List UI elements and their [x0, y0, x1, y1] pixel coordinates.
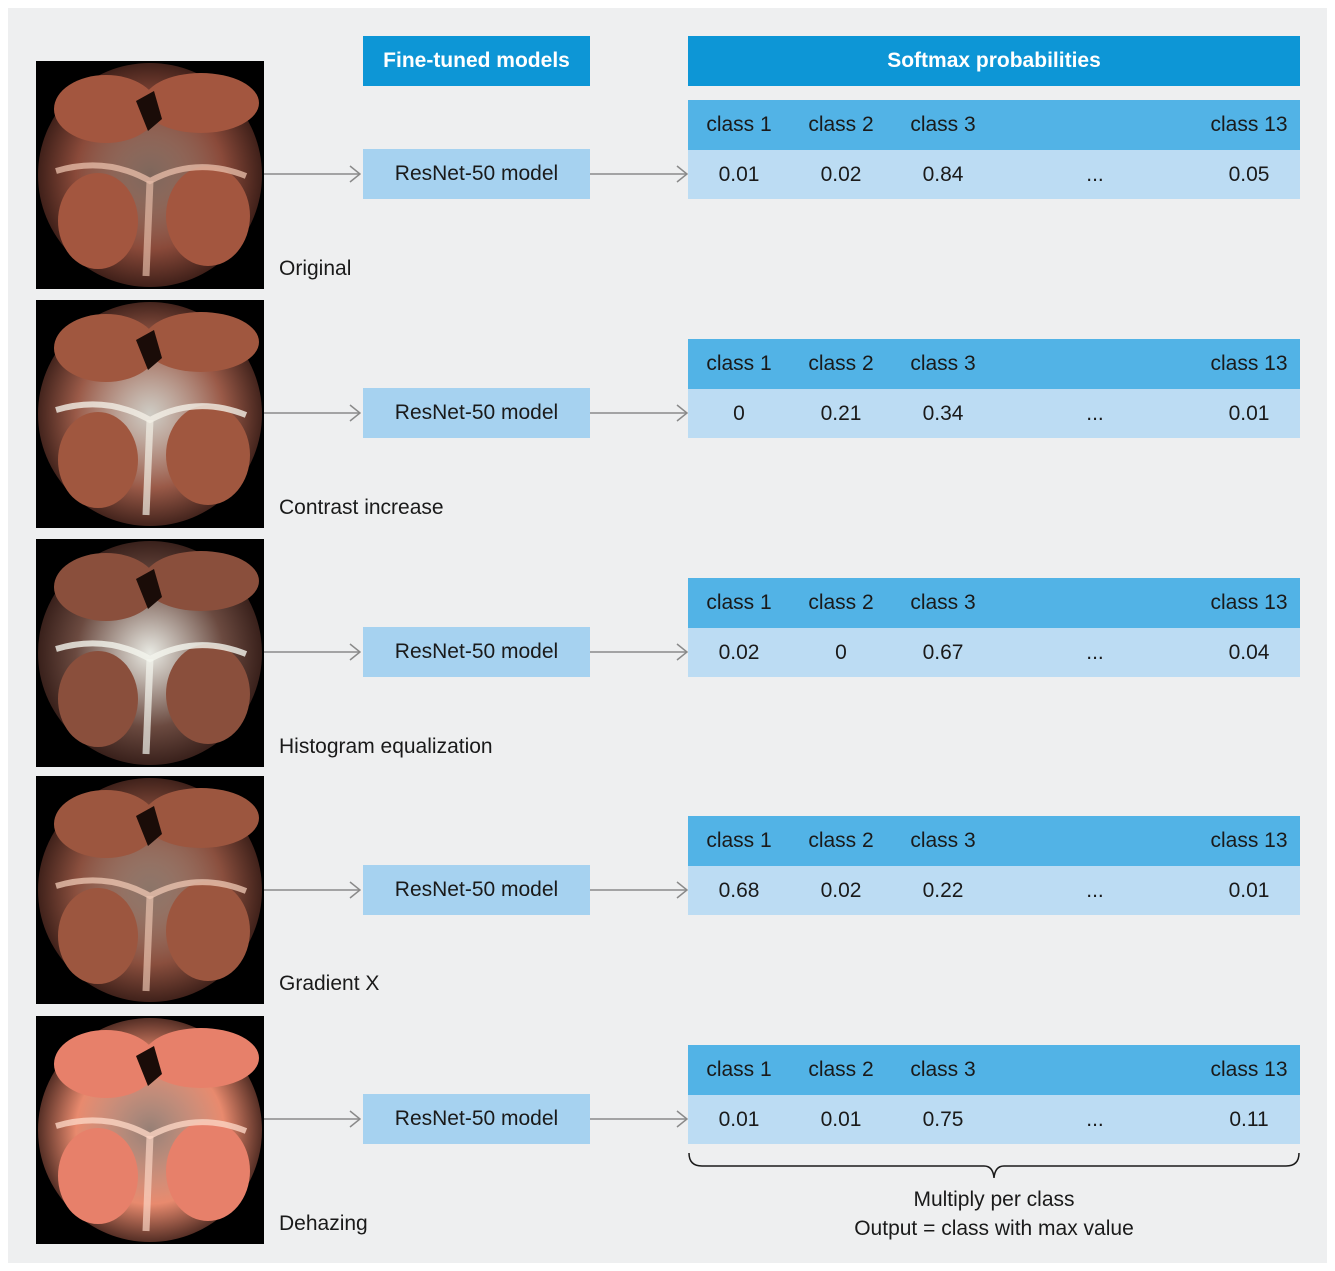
probability-value: ...	[1044, 150, 1146, 199]
probability-value: 0.84	[892, 150, 994, 199]
model-box: ResNet-50 model	[363, 627, 590, 677]
softmax-values-row: 0.0200.67... 0.04	[688, 628, 1300, 677]
class-column-header: class 13	[1198, 1045, 1300, 1095]
image-caption: Dehazing	[279, 1212, 368, 1236]
arrow-right-icon	[590, 403, 688, 428]
softmax-table: class 1class 2class 3class 130.010.010.7…	[688, 1045, 1300, 1144]
class-column-header	[1044, 100, 1146, 150]
input-image-histogram	[36, 539, 264, 767]
class-column-header: class 13	[1198, 339, 1300, 389]
fine-tuned-models-header: Fine-tuned models	[363, 36, 590, 86]
model-box: ResNet-50 model	[363, 388, 590, 438]
class-column-header: class 2	[790, 1045, 892, 1095]
summary-line-2: Output = class with max value	[688, 1217, 1300, 1241]
input-image-original	[36, 61, 264, 289]
softmax-table-header: class 1class 2class 3 class 13	[688, 100, 1300, 150]
softmax-table: class 1class 2class 3class 130.010.020.8…	[688, 100, 1300, 199]
softmax-table-header: class 1class 2class 3 class 13	[688, 578, 1300, 628]
softmax-probabilities-header: Softmax probabilities	[688, 36, 1300, 86]
softmax-table-header: class 1class 2class 3 class 13	[688, 816, 1300, 866]
arrow-right-icon	[590, 880, 688, 905]
probability-value: ...	[1044, 628, 1146, 677]
class-column-header: class 1	[688, 816, 790, 866]
image-caption: Histogram equalization	[279, 735, 493, 759]
softmax-values-row: 0.010.020.84... 0.05	[688, 150, 1300, 199]
probability-value: 0.05	[1198, 150, 1300, 199]
class-column-header	[1044, 339, 1146, 389]
class-column-header	[1044, 578, 1146, 628]
softmax-values-row: 0.680.020.22... 0.01	[688, 866, 1300, 915]
probability-value: 0.01	[688, 150, 790, 199]
curly-brace-icon	[688, 1150, 1302, 1180]
class-column-header: class 2	[790, 339, 892, 389]
arrow-right-icon	[264, 164, 361, 189]
probability-value: 0.11	[1198, 1095, 1300, 1144]
class-column-header: class 13	[1198, 100, 1300, 150]
probability-value: 0.01	[1198, 389, 1300, 438]
summary-line-1: Multiply per class	[688, 1188, 1300, 1212]
class-column-header: class 1	[688, 1045, 790, 1095]
probability-value: 0.22	[892, 866, 994, 915]
image-caption: Gradient X	[279, 972, 379, 996]
probability-value: 0.01	[1198, 866, 1300, 915]
input-image-dehazing	[36, 1016, 264, 1244]
input-image-gradient	[36, 776, 264, 1004]
class-column-header: class 13	[1198, 816, 1300, 866]
class-column-header: class 2	[790, 578, 892, 628]
probability-value: ...	[1044, 866, 1146, 915]
class-column-header: class 3	[892, 578, 994, 628]
probability-value: 0.02	[688, 628, 790, 677]
probability-value: 0.01	[688, 1095, 790, 1144]
arrow-right-icon	[590, 1109, 688, 1134]
class-column-header: class 3	[892, 100, 994, 150]
probability-value: 0	[688, 389, 790, 438]
class-column-header: class 1	[688, 100, 790, 150]
probability-value: 0.68	[688, 866, 790, 915]
input-image-contrast	[36, 300, 264, 528]
class-column-header	[1044, 816, 1146, 866]
probability-value: 0.67	[892, 628, 994, 677]
probability-value: 0.02	[790, 150, 892, 199]
arrow-right-icon	[264, 642, 361, 667]
probability-value: 0.01	[790, 1095, 892, 1144]
model-box: ResNet-50 model	[363, 865, 590, 915]
arrow-right-icon	[264, 1109, 361, 1134]
class-column-header: class 13	[1198, 578, 1300, 628]
softmax-table: class 1class 2class 3class 130.680.020.2…	[688, 816, 1300, 915]
probability-value: 0.04	[1198, 628, 1300, 677]
class-column-header: class 1	[688, 339, 790, 389]
arrow-right-icon	[264, 880, 361, 905]
class-column-header	[1044, 1045, 1146, 1095]
probability-value: 0.75	[892, 1095, 994, 1144]
softmax-table: class 1class 2class 3class 1300.210.34..…	[688, 339, 1300, 438]
class-column-header: class 2	[790, 816, 892, 866]
softmax-table-header: class 1class 2class 3 class 13	[688, 339, 1300, 389]
image-caption: Original	[279, 257, 351, 281]
model-box: ResNet-50 model	[363, 1094, 590, 1144]
class-column-header: class 1	[688, 578, 790, 628]
class-column-header: class 3	[892, 816, 994, 866]
class-column-header: class 3	[892, 339, 994, 389]
class-column-header: class 2	[790, 100, 892, 150]
softmax-table-header: class 1class 2class 3 class 13	[688, 1045, 1300, 1095]
probability-value: 0.02	[790, 866, 892, 915]
softmax-table: class 1class 2class 3class 130.0200.67..…	[688, 578, 1300, 677]
softmax-values-row: 0.010.010.75...0.11	[688, 1095, 1300, 1144]
probability-value: ...	[1044, 1095, 1146, 1144]
probability-value: 0.21	[790, 389, 892, 438]
class-column-header: class 3	[892, 1045, 994, 1095]
arrow-right-icon	[590, 642, 688, 667]
model-box: ResNet-50 model	[363, 149, 590, 199]
arrow-right-icon	[590, 164, 688, 189]
probability-value: ...	[1044, 389, 1146, 438]
image-caption: Contrast increase	[279, 496, 444, 520]
softmax-values-row: 00.210.34... 0.01	[688, 389, 1300, 438]
arrow-right-icon	[264, 403, 361, 428]
probability-value: 0.34	[892, 389, 994, 438]
probability-value: 0	[790, 628, 892, 677]
